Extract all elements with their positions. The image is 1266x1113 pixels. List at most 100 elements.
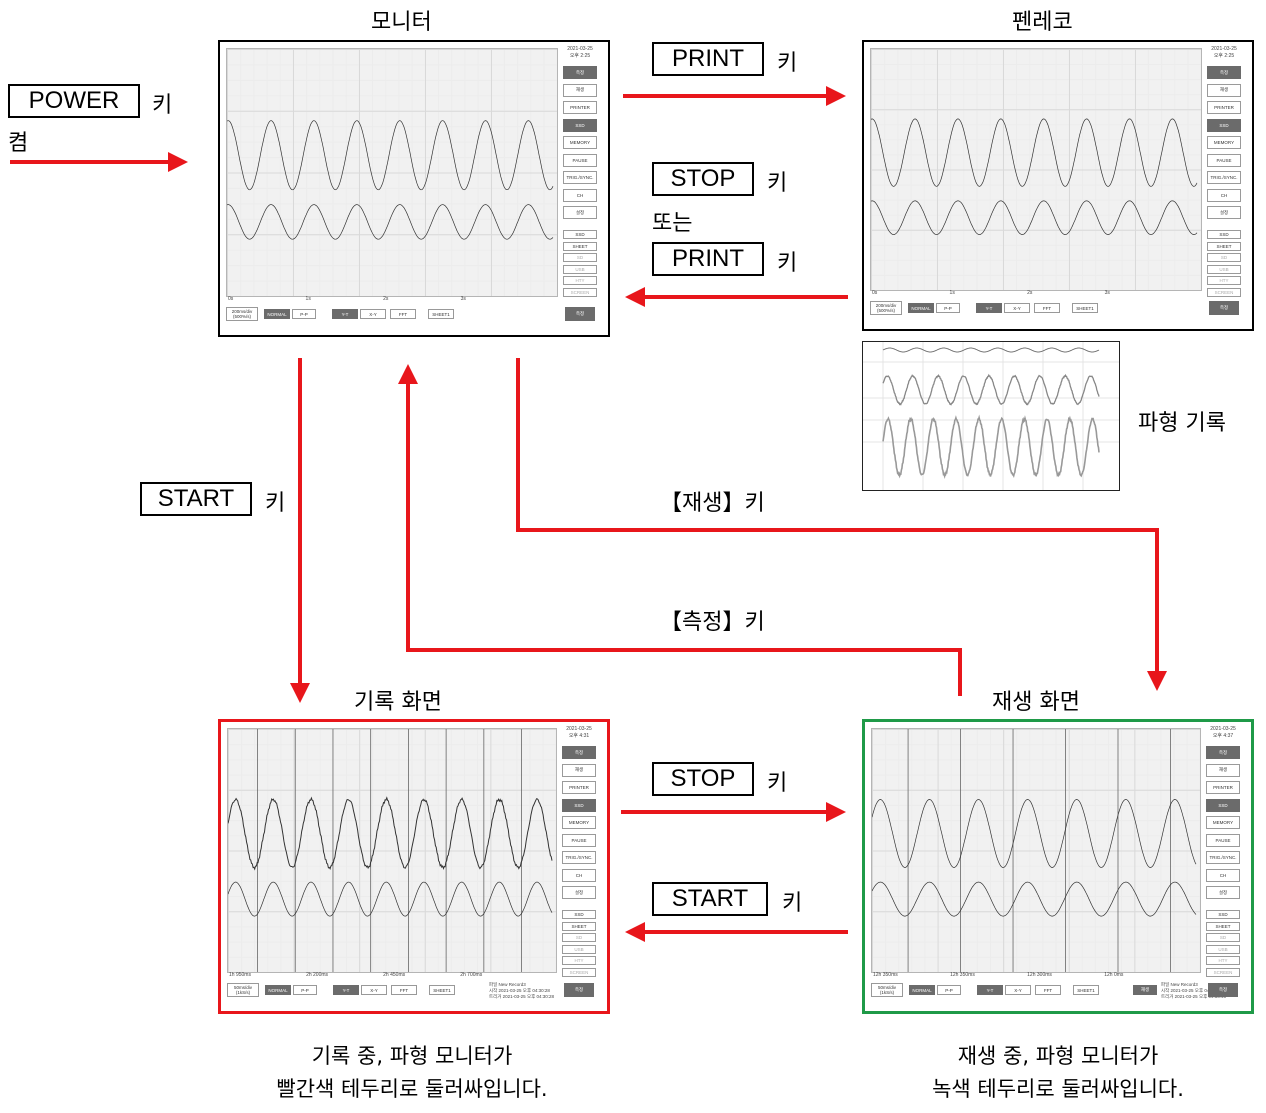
side-button-sd[interactable]: SD (1206, 933, 1240, 942)
side-button-측정[interactable]: 측정 (562, 746, 596, 759)
side-button-설정[interactable]: 설정 (1206, 886, 1240, 899)
bottom-button-fft[interactable]: FFT (1034, 303, 1060, 313)
side-button-설정[interactable]: 설정 (563, 206, 597, 219)
side-button-ch[interactable]: CH (1207, 189, 1241, 202)
side-button-screen[interactable]: SCREEN (1207, 288, 1241, 297)
side-button-usb[interactable]: USB (563, 265, 597, 274)
bottom-button-p-p[interactable]: P-P (936, 303, 960, 313)
side-button-ch[interactable]: CH (1206, 869, 1240, 882)
bottom-button-sheet1[interactable]: SHEET1 (1072, 303, 1098, 313)
side-button-pause[interactable]: PAUSE (1207, 154, 1241, 167)
bottom-button-p-p[interactable]: P-P (293, 985, 317, 995)
side-button-sheet[interactable]: SHEET (1206, 922, 1240, 931)
side-button-ssd[interactable]: SSD (563, 230, 597, 239)
record-screen-title: 기록 화면 (354, 684, 442, 716)
side-button-sheet[interactable]: SHEET (562, 922, 596, 931)
bottom-button-fft[interactable]: FFT (390, 309, 416, 319)
bottom-button-normal[interactable]: NORMAL (264, 309, 290, 319)
side-button-hty[interactable]: HTY (563, 276, 597, 285)
bottom-button-sheet1[interactable]: SHEET1 (1073, 985, 1099, 995)
sample-rate-value: (500%/s) (877, 308, 895, 313)
corner-measure-button[interactable]: 측정 (1208, 983, 1238, 997)
bottom-button-sheet1[interactable]: SHEET1 (428, 309, 454, 319)
side-button-hty[interactable]: HTY (562, 956, 596, 965)
side-button-trig-sync-[interactable]: TRIG./SYNC. (562, 851, 596, 864)
side-button-측정[interactable]: 측정 (1207, 66, 1241, 79)
side-button-sd[interactable]: SD (563, 253, 597, 262)
side-button-ssd[interactable]: SSD (1207, 230, 1241, 239)
side-button-ssd[interactable]: SSD (563, 119, 597, 132)
side-button-재생[interactable]: 재생 (562, 764, 596, 777)
bottom-button-x-y[interactable]: X-Y (1004, 303, 1030, 313)
bottom-button-y-t[interactable]: Y-T (977, 985, 1003, 995)
timebase-box[interactable]: 200ms/div(500%/s) (226, 307, 258, 321)
timebase-box[interactable]: 50ms/div(1kS/s) (227, 983, 259, 997)
side-button-ssd[interactable]: SSD (1207, 119, 1241, 132)
side-button-printer[interactable]: PRINTER (562, 781, 596, 794)
bottom-button-y-t[interactable]: Y-T (332, 309, 358, 319)
side-button-ch[interactable]: CH (563, 189, 597, 202)
bottom-button-p-p[interactable]: P-P (937, 985, 961, 995)
bottom-button-normal[interactable]: NORMAL (909, 985, 935, 995)
side-button-usb[interactable]: USB (1206, 945, 1240, 954)
bottom-button-p-p[interactable]: P-P (292, 309, 316, 319)
side-button-trig-sync-[interactable]: TRIG./SYNC. (1206, 851, 1240, 864)
side-button-hty[interactable]: HTY (1207, 276, 1241, 285)
playback-caption-line-1: 재생 중, 파형 모니터가 (858, 1040, 1258, 1073)
side-button-memory[interactable]: MEMORY (1206, 816, 1240, 829)
side-button-측정[interactable]: 측정 (563, 66, 597, 79)
side-button-ssd[interactable]: SSD (562, 799, 596, 812)
side-button-hty[interactable]: HTY (1206, 956, 1240, 965)
corner-measure-button[interactable]: 측정 (565, 307, 595, 321)
side-button-측정[interactable]: 측정 (1206, 746, 1240, 759)
side-button-sd[interactable]: SD (1207, 253, 1241, 262)
corner-measure-button[interactable]: 측정 (1209, 301, 1239, 315)
side-button-sd[interactable]: SD (562, 933, 596, 942)
side-button-sheet[interactable]: SHEET (563, 242, 597, 251)
bottom-button-x-y[interactable]: X-Y (360, 309, 386, 319)
side-button-trig-sync-[interactable]: TRIG./SYNC. (1207, 171, 1241, 184)
side-button-screen[interactable]: SCREEN (1206, 968, 1240, 977)
date-text: 2021-03-25 (563, 46, 597, 53)
side-button-memory[interactable]: MEMORY (562, 816, 596, 829)
side-button-재생[interactable]: 재생 (1207, 84, 1241, 97)
side-button-printer[interactable]: PRINTER (1207, 101, 1241, 114)
timebase-box[interactable]: 200ms/div(500%/s) (870, 301, 902, 315)
side-button-재생[interactable]: 재생 (1206, 764, 1240, 777)
corner-measure-button[interactable]: 측정 (564, 983, 594, 997)
side-button-ssd[interactable]: SSD (1206, 799, 1240, 812)
bottom-button-normal[interactable]: NORMAL (265, 985, 291, 995)
side-button-ch[interactable]: CH (562, 869, 596, 882)
side-button-pause[interactable]: PAUSE (562, 834, 596, 847)
side-button-printer[interactable]: PRINTER (1206, 781, 1240, 794)
side-button-printer[interactable]: PRINTER (563, 101, 597, 114)
bottom-button-normal[interactable]: NORMAL (908, 303, 934, 313)
side-button-screen[interactable]: SCREEN (563, 288, 597, 297)
side-button-설정[interactable]: 설정 (1207, 206, 1241, 219)
bottom-button-fft[interactable]: FFT (1035, 985, 1061, 995)
stop-key-1-suffix: 키 (767, 165, 787, 197)
side-button-memory[interactable]: MEMORY (563, 136, 597, 149)
side-button-설정[interactable]: 설정 (562, 886, 596, 899)
side-button-ssd[interactable]: SSD (1206, 910, 1240, 919)
bottom-button-fft[interactable]: FFT (391, 985, 417, 995)
record-caption: 기록 중, 파형 모니터가 빨간색 테두리로 둘러싸입니다. (212, 1040, 612, 1106)
side-button-pause[interactable]: PAUSE (1206, 834, 1240, 847)
bottom-button-y-t[interactable]: Y-T (333, 985, 359, 995)
timebase-box[interactable]: 50ms/div(1kS/s) (871, 983, 903, 997)
side-button-pause[interactable]: PAUSE (563, 154, 597, 167)
side-button-sheet[interactable]: SHEET (1207, 242, 1241, 251)
bottom-button-y-t[interactable]: Y-T (976, 303, 1002, 313)
time-text: 오후 2:25 (563, 53, 597, 60)
bottom-button-재생[interactable]: 재생 (1133, 985, 1157, 995)
side-button-재생[interactable]: 재생 (563, 84, 597, 97)
side-button-usb[interactable]: USB (562, 945, 596, 954)
side-button-memory[interactable]: MEMORY (1207, 136, 1241, 149)
side-button-usb[interactable]: USB (1207, 265, 1241, 274)
bottom-button-sheet1[interactable]: SHEET1 (429, 985, 455, 995)
side-button-screen[interactable]: SCREEN (562, 968, 596, 977)
side-button-trig-sync-[interactable]: TRIG./SYNC. (563, 171, 597, 184)
side-button-ssd[interactable]: SSD (562, 910, 596, 919)
bottom-button-x-y[interactable]: X-Y (361, 985, 387, 995)
bottom-button-x-y[interactable]: X-Y (1005, 985, 1031, 995)
